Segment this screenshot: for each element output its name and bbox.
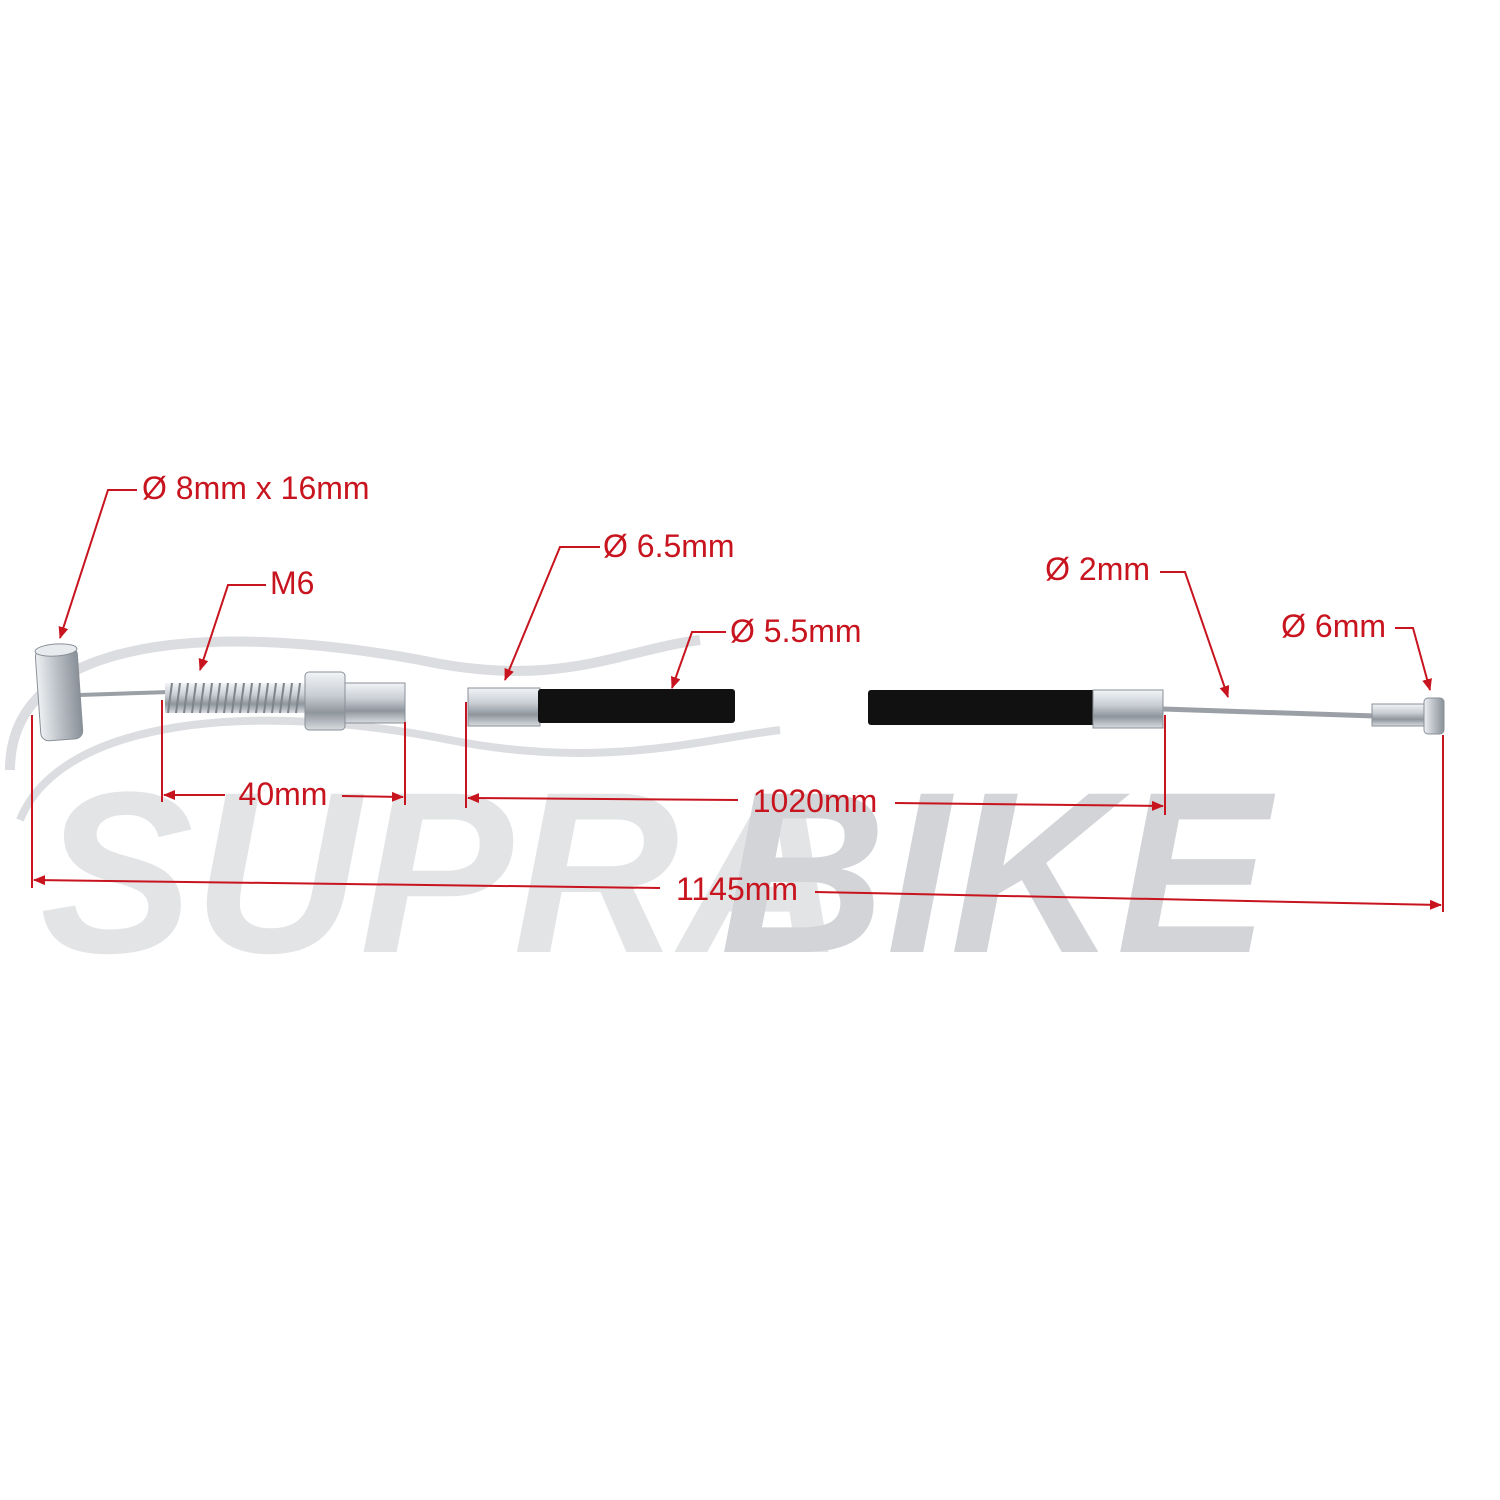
label-wire-diameter: Ø 2mm: [1045, 551, 1150, 587]
cable-nipple: [1423, 697, 1445, 735]
end-cylinder: [34, 643, 84, 742]
label-thread: M6: [270, 565, 314, 601]
label-nipple-diameter: Ø 6mm: [1281, 608, 1386, 644]
ferrule-right: [1092, 689, 1164, 729]
dim-1020mm: 1020mm: [753, 783, 878, 819]
threaded-adjuster: [165, 671, 406, 731]
watermark-logo: SUPRA BIKE: [5, 635, 1276, 1001]
dimension-lines: 40mm 1020mm 1145mm: [31, 700, 1444, 912]
inner-wire-right: [1162, 706, 1376, 719]
cable: [34, 643, 1445, 742]
label-ferrule-diameter: Ø 6.5mm: [603, 528, 735, 564]
inner-wire-left: [79, 690, 171, 697]
label-housing-diameter: Ø 5.5mm: [730, 613, 862, 649]
dim-1145mm: 1145mm: [676, 871, 798, 907]
housing-right: [868, 689, 1164, 729]
callouts: Ø 8mm x 16mm M6 Ø 6.5mm Ø 5.5mm Ø 2mm Ø …: [58, 470, 1432, 698]
housing-left: [467, 687, 735, 727]
adjuster-barrel: [344, 682, 406, 724]
wire-end-ferrule: [1371, 703, 1427, 727]
watermark-bike: BIKE: [720, 744, 1276, 1001]
label-end-cylinder: Ø 8mm x 16mm: [142, 470, 370, 506]
ferrule-left: [467, 687, 541, 727]
lock-nut: [304, 671, 346, 731]
dim-40mm: 40mm: [239, 776, 328, 812]
watermark-supra: SUPRA: [40, 744, 845, 1001]
